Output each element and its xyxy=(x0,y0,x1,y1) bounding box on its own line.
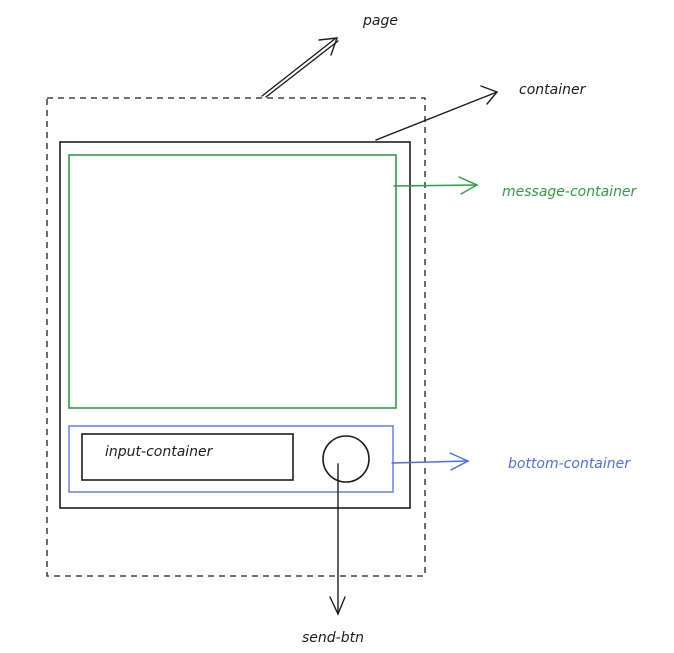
message-container-box xyxy=(68,154,397,409)
bottom-container-label: bottom-container xyxy=(508,456,631,472)
page-box xyxy=(46,97,426,577)
container-label: container xyxy=(519,82,587,98)
bottom-container-box xyxy=(68,425,394,493)
container-arrow xyxy=(375,85,499,141)
bottom-container-arrow xyxy=(391,452,470,471)
input-container-label: input-container xyxy=(105,444,214,460)
input-container-box xyxy=(81,433,294,481)
send-btn-circle xyxy=(322,435,370,483)
send-btn-label: send-btn xyxy=(302,630,364,646)
message-container-label: message-container xyxy=(502,184,638,200)
page-label: page xyxy=(362,13,398,29)
send-btn-arrow xyxy=(329,463,346,616)
message-container-arrow xyxy=(393,176,479,195)
container-box xyxy=(59,141,411,509)
page-arrow xyxy=(261,37,339,98)
